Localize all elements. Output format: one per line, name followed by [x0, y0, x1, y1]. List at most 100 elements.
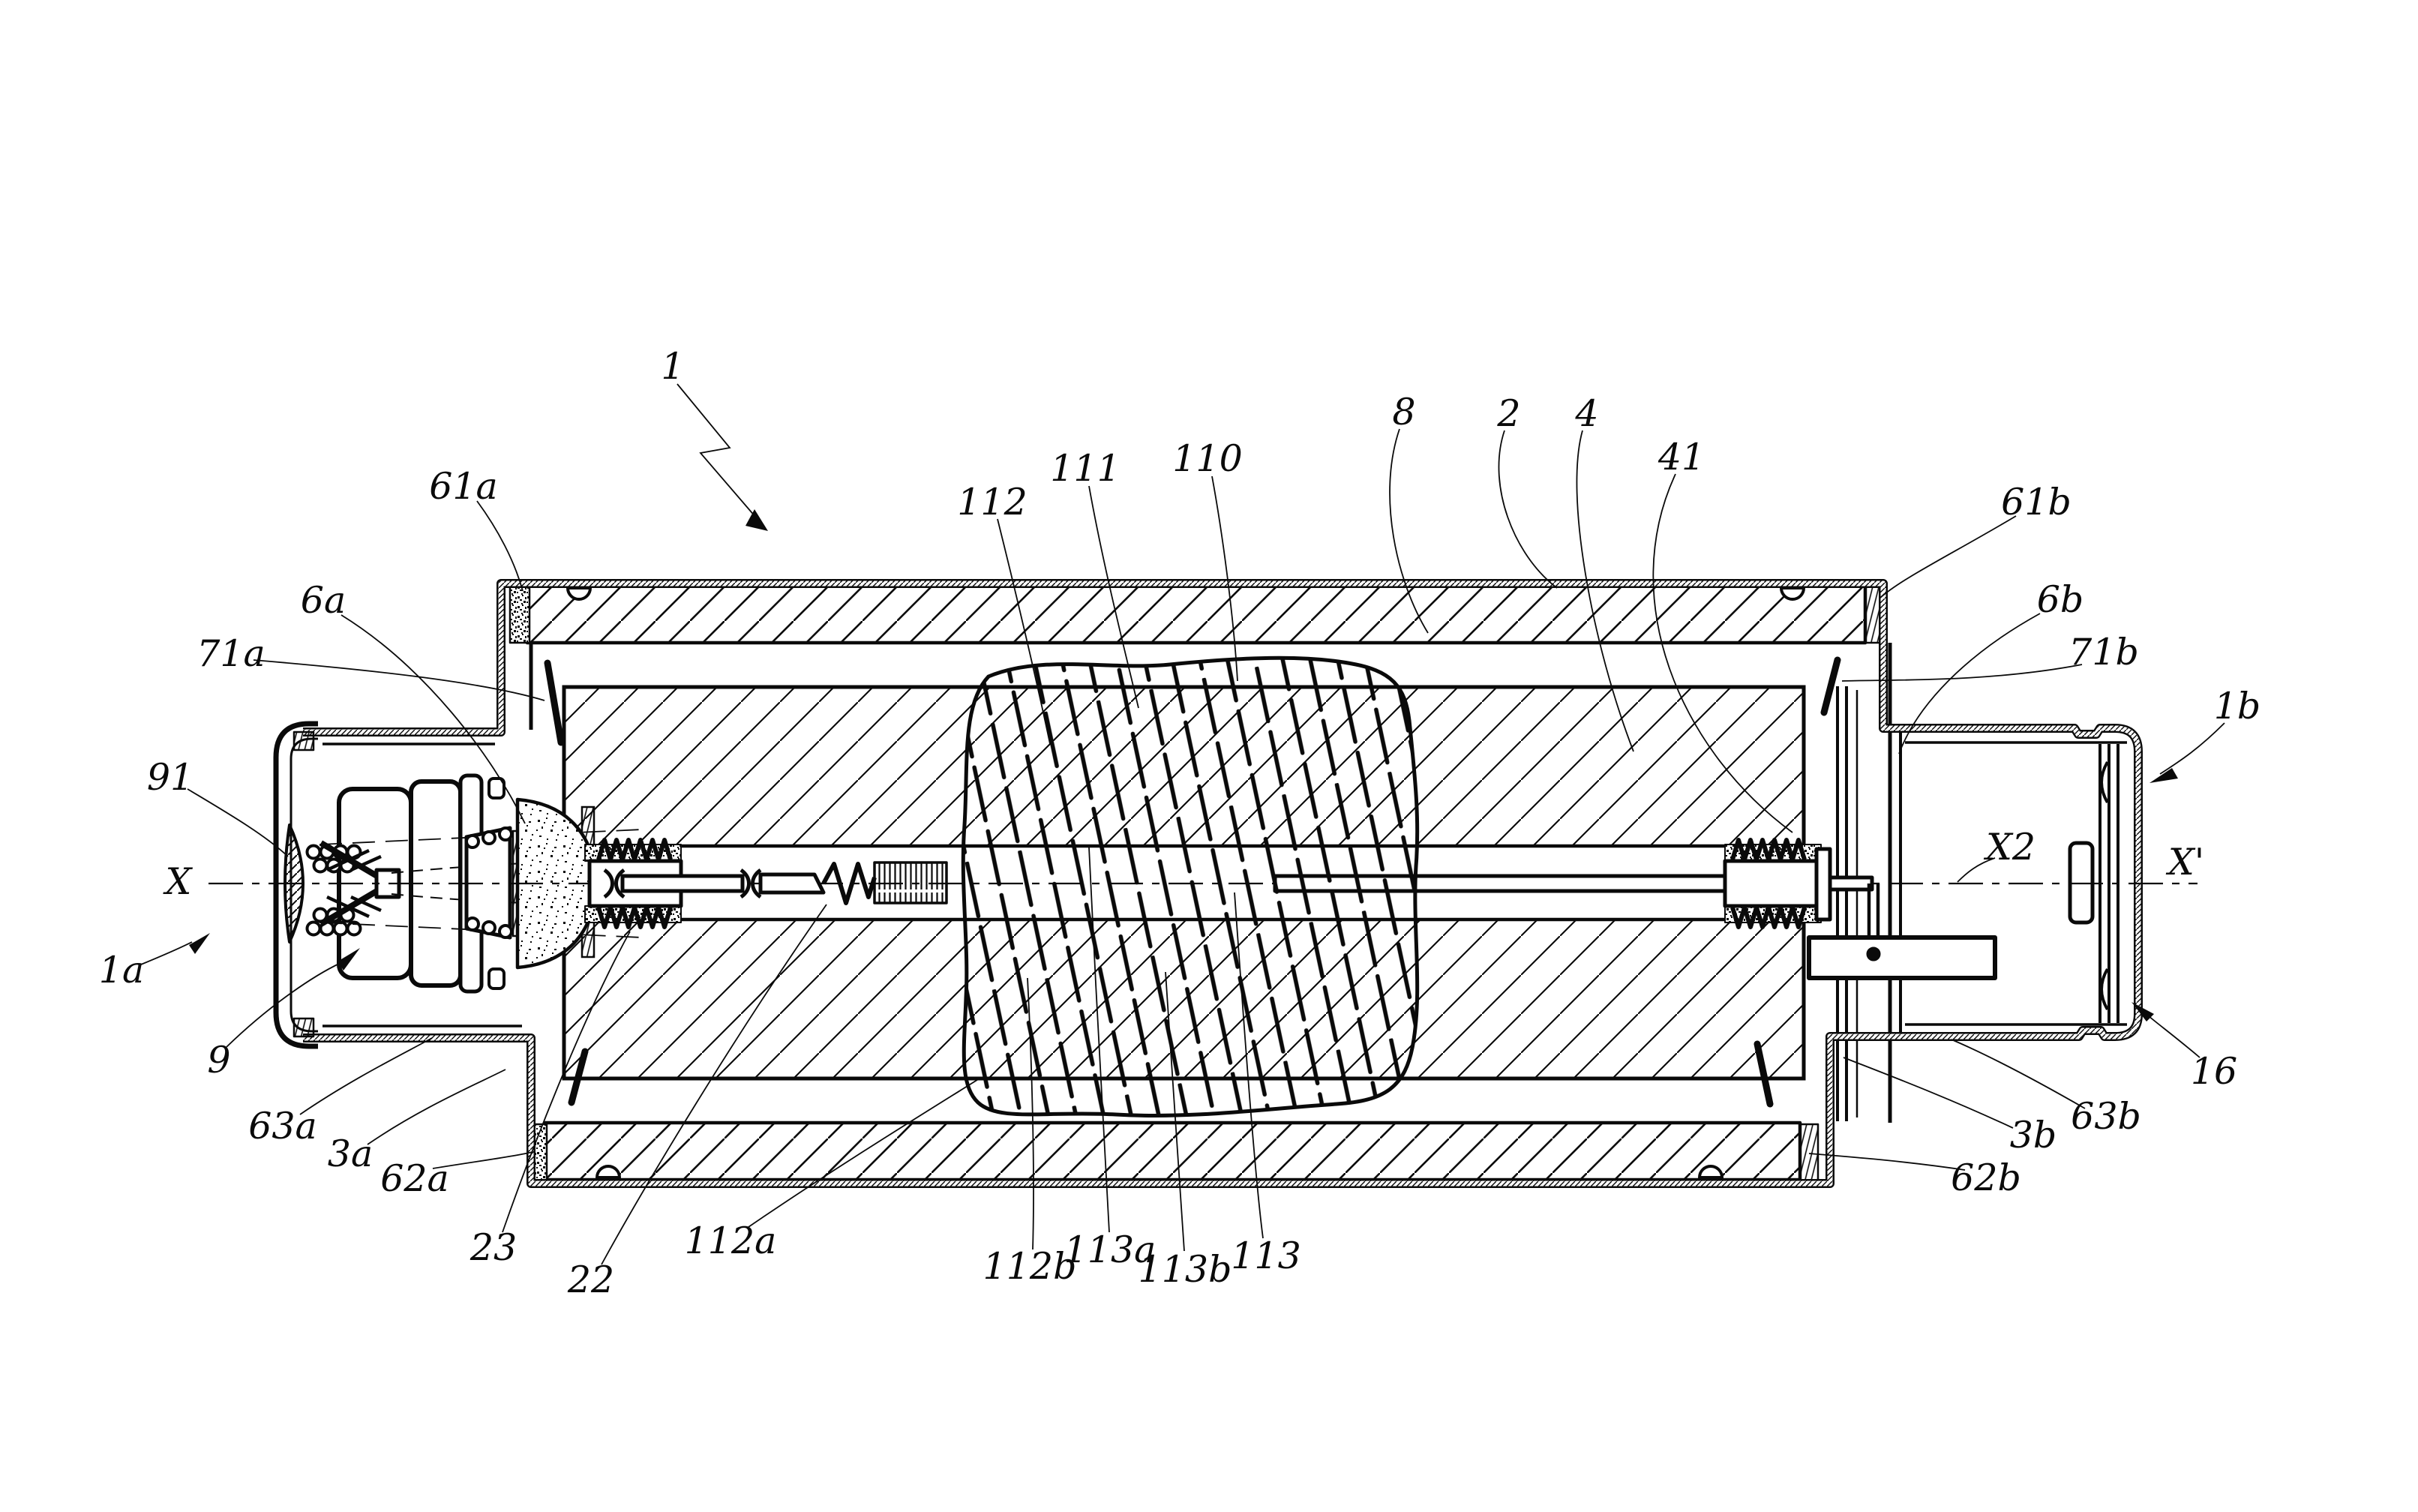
cap-lip-bottom: [488, 968, 506, 990]
closure-reliefs: [2100, 760, 2109, 1011]
vent-notch-top-left: [566, 586, 592, 601]
leader-2: [1498, 430, 1558, 589]
vent-notch-bottom-left: [596, 1165, 621, 1179]
ref-label-3b: 3b: [2010, 1114, 2057, 1156]
ref-label-63a: 63a: [248, 1105, 317, 1148]
ref-label-1b: 1b: [2214, 685, 2261, 728]
ref-label-110: 110: [1172, 437, 1243, 480]
leader-110: [1211, 476, 1238, 682]
axis-label-x2: X2: [1983, 826, 2036, 868]
ref-label-8: 8: [1392, 391, 1415, 434]
leader-112b: [1027, 977, 1034, 1250]
right-boss-collar: [1814, 847, 1832, 922]
ref-label-71a: 71a: [196, 632, 266, 675]
right-cap-liner: [1905, 741, 2127, 1026]
connector-block-16: [1807, 935, 1997, 980]
leader-91: [187, 788, 289, 857]
ref-label-113: 113: [1231, 1234, 1301, 1277]
leader-22: [601, 904, 827, 1265]
leader-111: [1088, 485, 1139, 709]
cap-liner-lines: [322, 742, 522, 1028]
leader-3b: [1843, 1057, 2014, 1129]
ref-label-1a: 1a: [99, 949, 144, 992]
ref-label-112b: 112b: [983, 1245, 1077, 1288]
ref-label-91: 91: [147, 756, 194, 799]
leader-8: [1389, 428, 1429, 634]
cap-lip-top: [488, 777, 506, 800]
igniter-cone-inner: [328, 848, 376, 920]
leader-62b: [1808, 1153, 1966, 1171]
leader-113: [1234, 892, 1264, 1239]
right-boss-threads-bottom: [1730, 905, 1807, 929]
vent-notch-top-right: [1780, 586, 1805, 601]
spray-dash-outer: [319, 829, 643, 938]
right-end-plate: [1836, 686, 1848, 1121]
ref-label-71b: 71b: [2068, 631, 2139, 674]
ref-label-2: 2: [1496, 392, 1520, 435]
leader-4: [1576, 430, 1634, 752]
leader-63a: [299, 1037, 433, 1115]
leader-61b: [1879, 515, 2017, 599]
flap-lower-right: [1754, 1040, 1774, 1108]
leader-lines: [140, 383, 2225, 1265]
leader-16: [2147, 1015, 2200, 1058]
arrowhead-1a: [189, 933, 210, 954]
seal-block-61a: [508, 583, 531, 644]
rod-crimp-2: [740, 868, 762, 899]
leader-41: [1652, 473, 1793, 833]
ref-label-1: 1: [661, 345, 684, 388]
leader-1b: [2159, 722, 2225, 775]
cap-corner-seal-top: [292, 730, 315, 752]
leader-1a: [140, 941, 193, 965]
center-rod-assembly: [584, 838, 1997, 980]
rod-segment-a: [620, 874, 745, 893]
ref-label-62b: 62b: [1951, 1156, 2021, 1199]
left-boss-threads-bottom: [596, 905, 673, 929]
leader-3a: [367, 1069, 506, 1145]
ref-label-9: 9: [207, 1039, 230, 1082]
ref-label-113b: 113b: [1138, 1248, 1232, 1291]
leader-71b: [1841, 664, 2083, 682]
crimp-balls: [465, 826, 513, 939]
ref-label-112a: 112a: [685, 1220, 777, 1262]
leader-63b: [1951, 1039, 2086, 1109]
leader-62a: [432, 1151, 533, 1169]
ref-label-61b: 61b: [2001, 481, 2072, 524]
reference-labels: 1 61a 6a 71a 91 X 1a 9 63a 3a 62a 23 22 …: [99, 345, 2260, 1301]
ref-label-22: 22: [567, 1258, 614, 1301]
leader-112: [997, 518, 1051, 745]
ref-label-23: 23: [470, 1226, 517, 1269]
leader-9: [226, 962, 341, 1048]
ref-label-6b: 6b: [2037, 578, 2084, 621]
wire-joint-dot: [1866, 946, 1881, 962]
leader-113b: [1165, 971, 1185, 1252]
deflector-flaps: [544, 656, 1841, 1108]
top-wall-band: [525, 584, 1868, 645]
flap-71a: [544, 659, 565, 746]
ref-label-62a: 62a: [380, 1157, 449, 1200]
leader-1: [676, 383, 757, 518]
flap-71b: [1820, 656, 1841, 716]
axis-label-x-prime: X': [2165, 841, 2204, 884]
ref-label-61a: 61a: [429, 465, 498, 508]
right-boss-body: [1723, 859, 1819, 908]
rod-segment-b: [758, 872, 826, 895]
seal-block-62b: [1798, 1123, 1820, 1183]
leader-113a: [1088, 847, 1110, 1233]
left-boss-threads-top: [596, 838, 673, 862]
leader-x2: [1957, 857, 1996, 883]
ref-label-63b: 63b: [2071, 1095, 2141, 1138]
cap-corner-seal-bottom: [292, 1017, 315, 1038]
flap-lower-left: [568, 1048, 589, 1106]
rod-coil-spring: [873, 861, 948, 904]
leader-71a: [253, 659, 545, 701]
ref-label-113a: 113a: [1064, 1228, 1156, 1271]
ref-label-6a: 6a: [301, 579, 346, 622]
leader-61a: [476, 500, 524, 592]
ref-label-112: 112: [957, 481, 1028, 524]
right-cap-assembly: [1899, 731, 2127, 1034]
ref-label-16: 16: [2191, 1050, 2237, 1093]
arrowhead-1: [746, 509, 768, 531]
